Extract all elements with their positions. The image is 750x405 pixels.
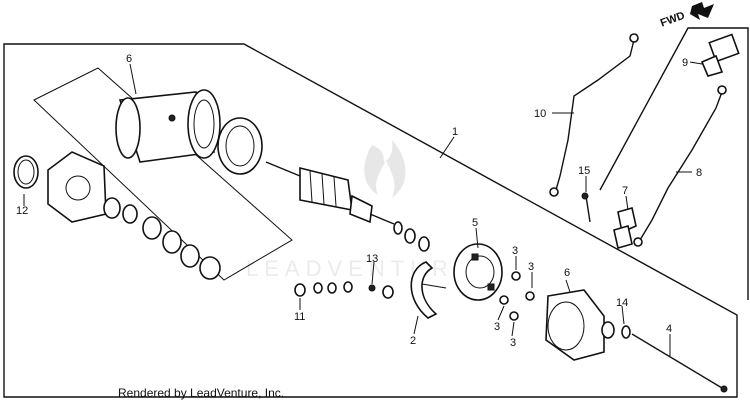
label-part-6-lower: 6 [564, 267, 570, 279]
label-part-5: 5 [472, 217, 478, 229]
label-part-9: 9 [682, 57, 688, 69]
watermark-text: LEADVENTURE [246, 256, 475, 281]
terminal-clip [613, 206, 637, 250]
nut-set [499, 271, 535, 321]
label-part-4: 4 [666, 323, 672, 335]
washer-14 [621, 325, 631, 339]
label-part-2: 2 [410, 335, 416, 347]
rear-cover [545, 289, 615, 361]
cable-10 [549, 33, 639, 197]
label-part-14: 14 [616, 297, 628, 309]
credit-text: Rendered by LeadVenture, Inc. [118, 386, 285, 400]
label-part-7: 7 [622, 185, 628, 197]
through-bolt [631, 333, 728, 393]
assembly-outline [3, 43, 738, 398]
elbow-fitting [700, 33, 740, 77]
label-part-11: 11 [294, 311, 305, 323]
front-cover [13, 151, 221, 280]
brush-plate [410, 261, 447, 319]
label-part-3b: 3 [528, 261, 534, 273]
yoke-housing [115, 89, 221, 163]
washer-stack [294, 221, 430, 299]
leader-lines [23, 61, 703, 356]
armature [265, 161, 395, 225]
label-part-10: 10 [534, 108, 546, 120]
label-part-3c: 3 [494, 321, 500, 333]
fwd-arrow-icon [690, 2, 714, 20]
label-part-3d: 3 [510, 337, 516, 349]
label-part-15: 15 [578, 165, 590, 177]
cable-8 [633, 85, 727, 247]
label-part-12: 12 [16, 205, 28, 217]
label-part-6-upper: 6 [126, 53, 132, 65]
fwd-label: FWD [659, 10, 687, 30]
label-part-8: 8 [696, 167, 702, 179]
brush-holder [453, 243, 503, 301]
label-part-13: 13 [366, 253, 378, 265]
cable-group-frame [599, 27, 749, 300]
label-part-3a: 3 [512, 245, 518, 257]
subassembly-frame [33, 67, 293, 281]
bolt-15 [581, 192, 591, 223]
label-part-1: 1 [452, 126, 458, 138]
brush-ring [217, 117, 263, 175]
